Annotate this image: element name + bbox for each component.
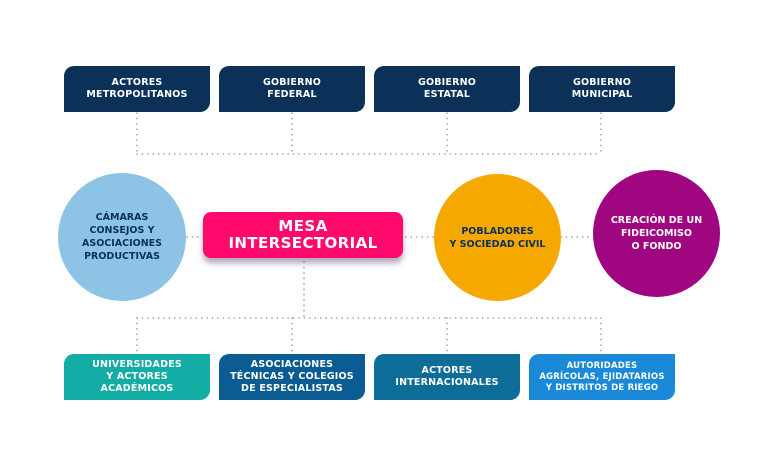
node-universidades: UNIVERSIDADES Y ACTORES ACADÉMICOS — [64, 354, 210, 400]
node-fideicomiso-fondo: CREACIÓN DE UN FIDEICOMISO O FONDO — [593, 170, 720, 297]
node-gobierno-estatal: GOBIERNO ESTATAL — [374, 66, 520, 112]
node-asociaciones-tecnicas: ASOCIACIONES TÉCNICAS Y COLEGIOS DE ESPE… — [219, 354, 365, 400]
node-camaras-consejos: CÁMARAS CONSEJOS Y ASOCIACIONES PRODUCTI… — [58, 173, 186, 301]
node-pobladores-label: POBLADORES Y SOCIEDAD CIVIL — [449, 225, 546, 250]
node-camaras-consejos-label: CÁMARAS CONSEJOS Y ASOCIACIONES PRODUCTI… — [82, 212, 162, 262]
node-actores-internacionales: ACTORES INTERNACIONALES — [374, 354, 520, 400]
node-autoridades-agricolas: AUTORIDADES AGRÍCOLAS, EJIDATARIOS Y DIS… — [529, 354, 675, 400]
node-actores-metropolitanos: ACTORES METROPOLITANOS — [64, 66, 210, 112]
node-pobladores-sociedad-civil: POBLADORES Y SOCIEDAD CIVIL — [434, 174, 561, 301]
node-mesa-intersectorial: MESA INTERSECTORIAL — [203, 212, 403, 258]
node-gobierno-federal: GOBIERNO FEDERAL — [219, 66, 365, 112]
node-fideicomiso-label: CREACIÓN DE UN FIDEICOMISO O FONDO — [610, 215, 703, 252]
node-gobierno-municipal: GOBIERNO MUNICIPAL — [529, 66, 675, 112]
